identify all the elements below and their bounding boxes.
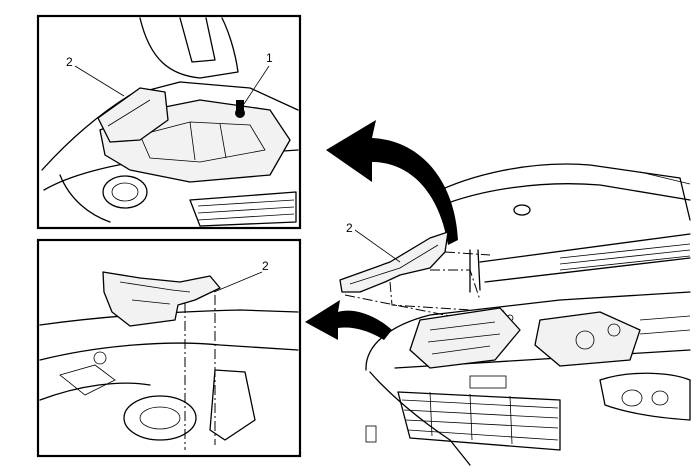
callout-1-top: 1 xyxy=(266,51,273,65)
detail-panel-bottom: 2 xyxy=(36,238,302,458)
callout-2-top: 2 xyxy=(66,55,73,69)
push-pin-fastener xyxy=(235,100,245,118)
main-vehicle-view: 2 xyxy=(305,120,691,466)
detail-panel-top: 2 1 xyxy=(36,14,302,230)
callout-2-bottom: 2 xyxy=(262,259,269,273)
removal-arrow-lower xyxy=(305,300,392,340)
callout-2-main: 2 xyxy=(346,221,353,235)
removal-arrow-upper xyxy=(326,120,458,245)
